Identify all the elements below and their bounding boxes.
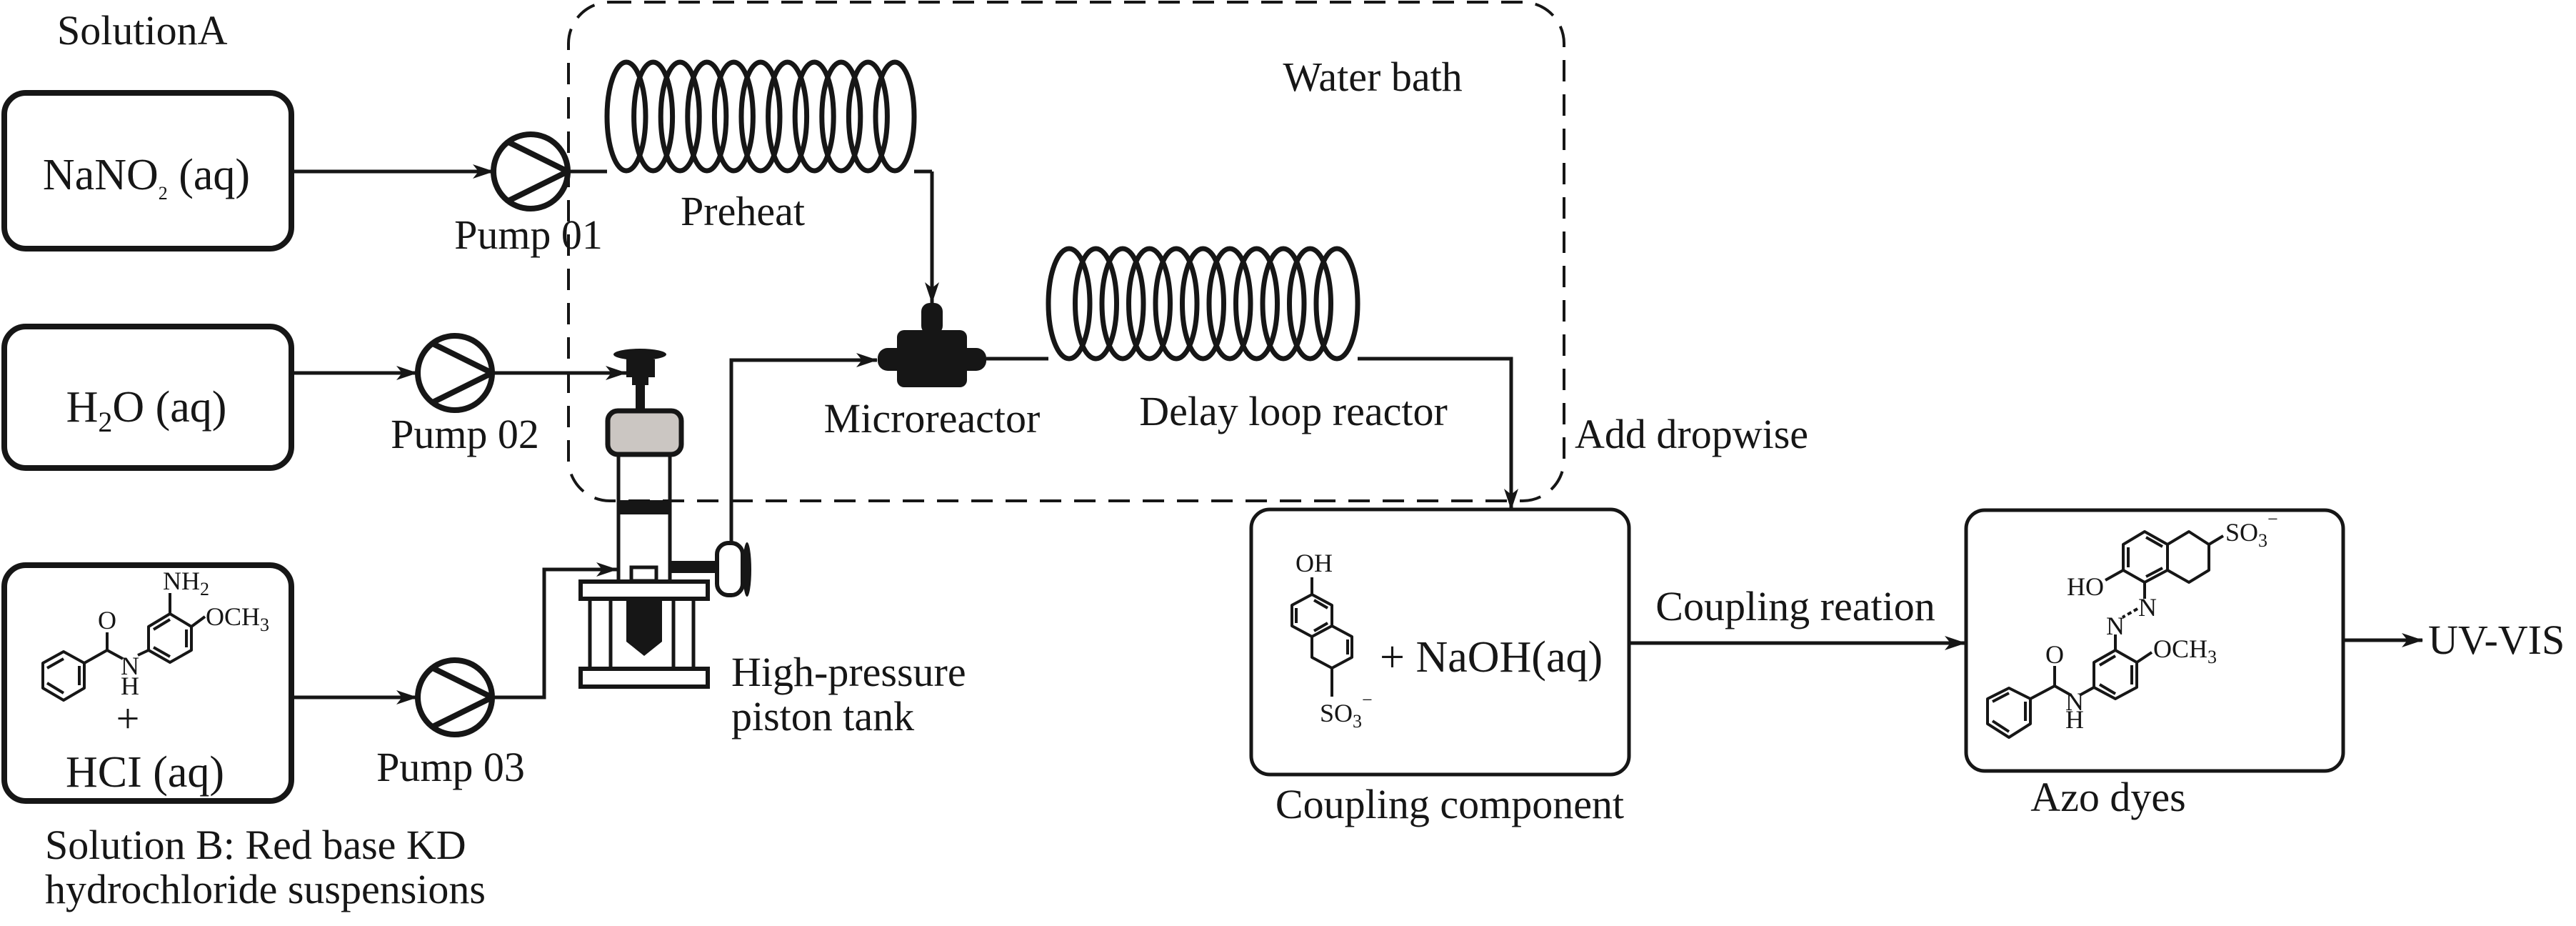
pump-03-label: Pump 03	[376, 744, 525, 790]
coil-loop	[792, 59, 836, 174]
amide-h-label: H	[121, 672, 139, 700]
azo-h-label: H	[2065, 705, 2084, 734]
coil-loop	[1260, 246, 1307, 362]
coupling-component-caption: Coupling component	[1276, 781, 1624, 827]
azo-dye-structure: SO3− HO N N OCH3 O N H	[1986, 509, 2278, 739]
coupling-component-structure: OH SO3−	[1290, 549, 1373, 732]
coil-loop	[1099, 246, 1146, 362]
azo-n2-label: N	[2106, 612, 2125, 640]
carbonyl-o-label: O	[98, 606, 116, 634]
plus-sign: +	[116, 695, 140, 742]
microreactor-icon	[878, 303, 986, 387]
solution-b-caption-2: hydrochloride suspensions	[45, 866, 486, 912]
piston-tank-icon	[578, 349, 751, 689]
coil-loop	[1313, 246, 1360, 362]
solution-a-label: SolutionA	[57, 7, 228, 54]
piston-tank-label-2: piston tank	[731, 693, 914, 740]
so3-label: SO3−	[1320, 689, 1373, 732]
azo-dyes-caption: Azo dyes	[2030, 774, 2185, 820]
line-pump03-piston	[492, 562, 618, 700]
red-base-kd-structure: O N H NH2 OCH3	[41, 567, 269, 702]
coil-loop	[658, 59, 702, 174]
h2o-feed-box: H2O (aq)	[1, 324, 294, 471]
piston-tank-label-1: High-pressure	[731, 649, 966, 695]
uv-vis-label: UV-VIS	[2428, 617, 2565, 663]
azo-n1-label: N	[2138, 593, 2157, 622]
water-bath-boundary	[567, 1, 1565, 502]
coil-loop	[685, 59, 729, 174]
preheat-label: Preheat	[681, 188, 805, 234]
coil-loop	[1180, 246, 1226, 362]
azo-dye-box: SO3− HO N N OCH3 O N H	[1964, 508, 2345, 773]
line-piston-to-microreactor	[729, 353, 878, 543]
plus-naoh-label: + NaOH(aq)	[1380, 633, 1603, 682]
delay-loop-coil	[1046, 246, 1360, 362]
azo-so3-label: SO3−	[2225, 509, 2278, 551]
delay-loop-label: Delay loop reactor	[1139, 388, 1448, 434]
coil-loop	[1206, 246, 1253, 362]
solution-b-feed-box: O N H NH2 OCH3 + HCI (aq)	[1, 562, 294, 804]
coil-loop	[604, 59, 648, 174]
pump-01-icon	[491, 131, 571, 211]
coupling-component-box: OH SO3− + NaOH(aq)	[1249, 507, 1631, 777]
coil-loop	[631, 59, 676, 174]
coil-loop	[873, 59, 917, 174]
microreactor-label: Microreactor	[824, 395, 1041, 442]
preheat-coil	[604, 59, 917, 174]
coil-loop	[1233, 246, 1280, 362]
azo-n-label: N	[2065, 687, 2084, 716]
azo-ho-label: HO	[2067, 572, 2104, 601]
solution-b-caption-1: Solution B: Red base KD	[45, 822, 466, 868]
pump-01-label: Pump 01	[454, 211, 603, 258]
coil-loop	[1153, 246, 1200, 362]
nano2-label: NaNO2 (aq)	[43, 151, 250, 204]
nh2-label: NH2	[163, 567, 209, 599]
och3-label: OCH3	[206, 602, 269, 635]
coupling-reaction-label: Coupling reation	[1655, 583, 1935, 629]
coil-loop	[1073, 246, 1119, 362]
nano2-feed-box: NaNO2 (aq)	[1, 90, 294, 252]
water-bath-label: Water bath	[1283, 54, 1462, 100]
add-dropwise-label: Add dropwise	[1575, 411, 1808, 457]
coil-loop	[819, 59, 863, 174]
hcl-label: HCI (aq)	[66, 748, 224, 797]
oh-label: OH	[1295, 549, 1333, 577]
coil-loop	[1287, 246, 1333, 362]
coil-loop	[1126, 246, 1173, 362]
coil-loop	[1046, 246, 1093, 362]
pump-02-label: Pump 02	[391, 411, 539, 457]
amide-n-label: N	[121, 652, 139, 680]
coil-loop	[738, 59, 783, 174]
pump-02-icon	[415, 333, 495, 413]
line-delay-to-coupling	[1358, 357, 1518, 510]
h2o-label: H2O (aq)	[66, 383, 227, 438]
azo-och3-label: OCH3	[2153, 634, 2217, 667]
coil-loop	[846, 59, 890, 174]
azo-o-label: O	[2045, 640, 2064, 669]
coil-loop	[711, 59, 756, 174]
pump-03-icon	[415, 657, 495, 737]
coil-loop	[766, 59, 810, 174]
